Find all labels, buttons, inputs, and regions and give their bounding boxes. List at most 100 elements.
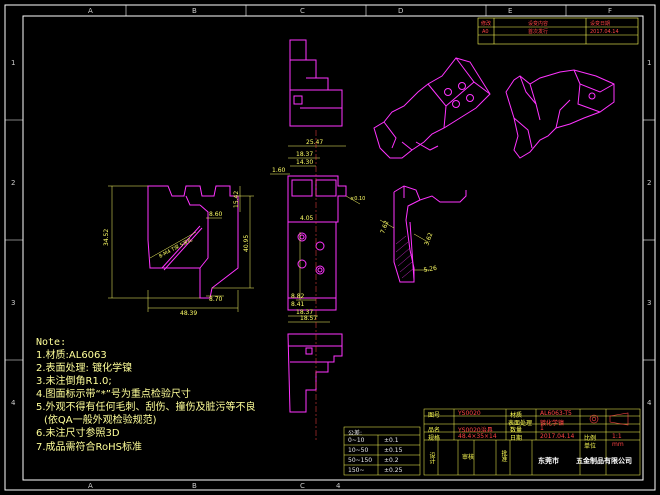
zone-letter-e-top: E	[508, 7, 512, 15]
tb-unit-label: 单位	[584, 443, 597, 450]
dim-section-1: 7.62	[379, 220, 390, 235]
zone-letter-b-top: B	[192, 7, 197, 15]
tolerance-range-1: 0~10	[348, 437, 365, 444]
side-view	[287, 175, 347, 311]
zone-num-1-left: 1	[11, 59, 15, 67]
top-view	[289, 39, 343, 127]
zone-letter-a-bottom: A	[88, 482, 93, 490]
tb-spec: 48.4×35×14	[458, 433, 497, 440]
dim-side-hole-vert2: 8.41	[291, 301, 305, 308]
tolerance-value-4: ±0.25	[384, 467, 403, 474]
note-item-6: 6.未注尺寸参照3D	[36, 428, 120, 439]
zone-num-2-right: 2	[647, 179, 651, 187]
dim-front-right-top: 15.42	[233, 191, 240, 208]
note-item-5-sub: (依QA一般外观检验规范)	[44, 415, 157, 426]
front-view	[147, 185, 239, 299]
projection-symbol-icon	[589, 412, 629, 426]
dim-side-bottom-width2: 18.57	[300, 315, 317, 322]
tb-part-name-label: 品名	[428, 427, 441, 434]
zone-num-3-right: 3	[647, 299, 651, 307]
outer-border	[4, 4, 656, 491]
dim-section-3: 5.26	[423, 265, 438, 274]
revision-header-content: 设变内容	[528, 20, 548, 27]
tb-part-name: YS0020治具	[458, 427, 493, 434]
revision-header-date: 设变日期	[590, 20, 610, 27]
revision-rev-value: A0	[482, 29, 489, 35]
title-block	[423, 408, 641, 476]
tolerance-range-4: 150~	[348, 467, 365, 474]
tolerance-value-3: ±0.2	[384, 457, 399, 464]
tolerance-table	[343, 426, 421, 476]
note-item-7: 7.成品需符合RoHS标准	[36, 442, 143, 453]
dim-side-callout: ×0.10	[350, 196, 365, 202]
tb-unit: mm	[612, 441, 624, 448]
tolerance-header: 公差:	[348, 430, 363, 437]
dim-section-2: 3.62	[423, 232, 434, 247]
zone-num-3-left: 3	[11, 299, 15, 307]
tb-material-label: 材质	[510, 412, 523, 419]
tb-approve-label: 批准	[500, 450, 507, 462]
page-number: 4	[336, 482, 341, 490]
tb-drawing-no: YS0020	[458, 410, 481, 417]
tb-design-label: 设计	[428, 452, 435, 464]
tolerance-range-2: 10~50	[348, 447, 369, 454]
dim-side-left: 1.60	[272, 167, 286, 174]
tb-city: 东莞市	[538, 457, 559, 465]
tb-surface: 镀化学镍	[540, 420, 565, 427]
note-item-3: 3.未注倒角R1.0;	[36, 376, 112, 387]
dim-front-right-height: 40.95	[243, 235, 250, 252]
dim-front-height: 34.52	[103, 229, 110, 246]
dim-side-overall: 25.47	[306, 139, 323, 146]
dim-side-hole-offset: 4.05	[300, 215, 314, 222]
dim-front-step: 8.70	[209, 296, 223, 303]
front-view-dims	[108, 185, 254, 312]
note-item-2: 2.表面处理: 镀化学镍	[36, 363, 133, 374]
note-item-5: 5.外观不得有任何毛刺、刮伤、撞伤及脏污等不良	[36, 402, 256, 413]
zone-letter-d-top: D	[398, 7, 403, 15]
zone-num-1-right: 1	[647, 59, 651, 67]
tb-date-label: 日期	[510, 435, 523, 442]
dim-side-mid: 14.30	[296, 159, 313, 166]
tb-spec-label: 规格	[428, 435, 441, 442]
section-dims	[379, 219, 430, 271]
revision-header-rev: 修改	[481, 20, 491, 27]
note-item-1: 1.材质:AL6063	[36, 350, 107, 361]
zone-ticks	[5, 5, 655, 361]
tb-company: 五金制品有限公司	[576, 457, 632, 465]
zone-letter-b-bottom: B	[192, 482, 197, 490]
tb-material: AL6063-T5	[540, 410, 572, 417]
tb-qty: 1	[540, 425, 544, 432]
dim-front-width: 48.39	[180, 310, 197, 317]
note-item-4: 4.图面标示带“*”号为重点检验尺寸	[36, 389, 191, 400]
tb-scale-label: 比例	[584, 435, 597, 442]
dim-front-diagonal: 8-M4 T深 5深孔	[158, 236, 194, 260]
tolerance-range-3: 50~150	[348, 457, 373, 464]
tb-surface-label: 表面处理	[508, 420, 533, 427]
tb-qty-label: 数量	[510, 427, 523, 434]
revision-content-value: 首次发行	[528, 28, 548, 35]
zone-letter-c-top: C	[300, 7, 305, 15]
dim-side-bottom-width: 18.37	[296, 309, 313, 316]
tb-drawing-no-label: 图号	[428, 412, 441, 419]
tolerance-value-2: ±0.15	[384, 447, 403, 454]
zone-num-4-left: 4	[11, 399, 16, 407]
zone-num-4-right: 4	[647, 399, 652, 407]
tolerance-value-1: ±0.1	[384, 437, 399, 444]
tb-scale: 1:1	[612, 433, 622, 440]
bottom-view	[287, 333, 343, 413]
side-view-dims	[270, 145, 361, 323]
notes-title: Note:	[36, 337, 67, 348]
revision-table	[477, 17, 639, 45]
dim-side-hole-vert: 8.82	[291, 293, 305, 300]
zone-letter-f-top: F	[608, 7, 612, 15]
zone-letter-c-bottom: C	[300, 482, 305, 490]
tb-date: 2017.04.14	[540, 433, 575, 440]
tb-check-label: 审核	[462, 454, 475, 461]
isometric-view-2	[505, 69, 615, 159]
isometric-view-1	[373, 57, 491, 159]
zone-num-2-left: 2	[11, 179, 15, 187]
zone-letter-a-top: A	[88, 7, 93, 15]
dim-front-inner: 8.60	[209, 211, 223, 218]
inner-border	[22, 15, 644, 481]
